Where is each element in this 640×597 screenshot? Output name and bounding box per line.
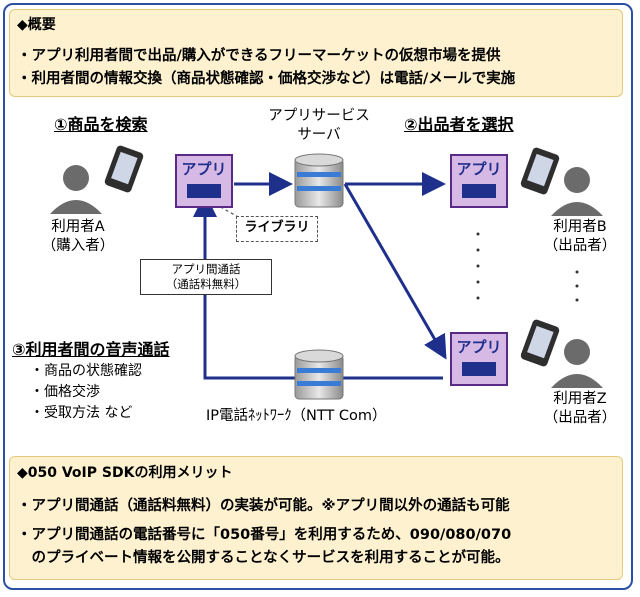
- phone-icon-userB: [520, 147, 560, 195]
- step1-heading: ①商品を検索: [54, 115, 148, 134]
- server-icon-ip: [294, 349, 344, 400]
- userA-label: 利用者A （購入者）: [36, 218, 120, 256]
- overview-title: ◆概要: [17, 17, 56, 33]
- phone-icon-userA: [104, 145, 144, 193]
- call-note-line2: （通話料無料）: [165, 277, 247, 291]
- server-label: アプリサービス サーバ: [252, 107, 386, 145]
- ip-network-label: IP電話ﾈｯﾄﾜｰｸ（NTT Com）: [206, 408, 387, 424]
- voice-item-1: ・商品の状態確認: [30, 363, 142, 379]
- arrow-server-to-appZ: [343, 183, 447, 360]
- dots-between-users: [476, 232, 579, 302]
- arrow-call-path: [193, 193, 443, 380]
- voice-item-3: ・受取方法 など: [30, 405, 133, 421]
- merits-line-3: のプライベート情報を公開することなくサービスを利用することが可能。: [17, 550, 510, 566]
- call-note-line1: アプリ間通話: [171, 262, 241, 276]
- step3-heading: ③利用者間の音声通話: [12, 340, 170, 359]
- phone-icon-userZ: [520, 319, 560, 367]
- person-icon-userZ: [551, 339, 603, 388]
- person-icon-userA: [50, 165, 102, 214]
- app-label-B: アプリ: [456, 160, 502, 178]
- merits-line-2: ・アプリ間通話の電話番号に「050番号」を利用するため、090/080/070: [17, 527, 512, 543]
- app-label-Z: アプリ: [456, 338, 502, 356]
- overview-line-2: ・利用者間の情報交換（商品状態確認・価格交渉など）は電話/メールで実施: [17, 71, 516, 87]
- userZ-role: （出品者）: [543, 410, 617, 426]
- person-icon-userB: [551, 167, 603, 216]
- app-label-A: アプリ: [181, 160, 227, 178]
- server-label-line1: アプリサービス: [268, 108, 370, 124]
- userZ-label: 利用者Z （出品者）: [538, 390, 622, 428]
- userB-role: （出品者）: [543, 238, 617, 254]
- voice-item-2: ・価格交渉: [30, 384, 100, 400]
- app-box-Z: [450, 332, 508, 386]
- merits-line-1: ・アプリ間通話（通話料無料）の実装が可能。※アプリ間以外の通話も可能: [17, 498, 510, 514]
- userZ-name: 利用者Z: [553, 391, 607, 407]
- call-note: アプリ間通話 （通話料無料）: [140, 259, 272, 295]
- overview-line-1: ・アプリ利用者間で出品/購入ができるフリーマーケットの仮想市場を提供: [17, 48, 501, 64]
- userA-name: 利用者A: [51, 219, 105, 235]
- server-icon-top: [294, 153, 344, 208]
- merits-panel: [9, 456, 623, 580]
- library-label: ライブラリ: [236, 216, 318, 242]
- step2-heading: ②出品者を選択: [404, 115, 514, 134]
- server-label-line2: サーバ: [297, 127, 341, 143]
- userA-role: （購入者）: [41, 238, 115, 254]
- overview-panel: [9, 9, 623, 97]
- app-box-A: [175, 154, 233, 208]
- app-box-B: [450, 154, 508, 208]
- userB-label: 利用者B （出品者）: [538, 218, 622, 256]
- userB-name: 利用者B: [553, 219, 607, 235]
- merits-title: ◆050 VoIP SDKの利用メリット: [17, 465, 233, 481]
